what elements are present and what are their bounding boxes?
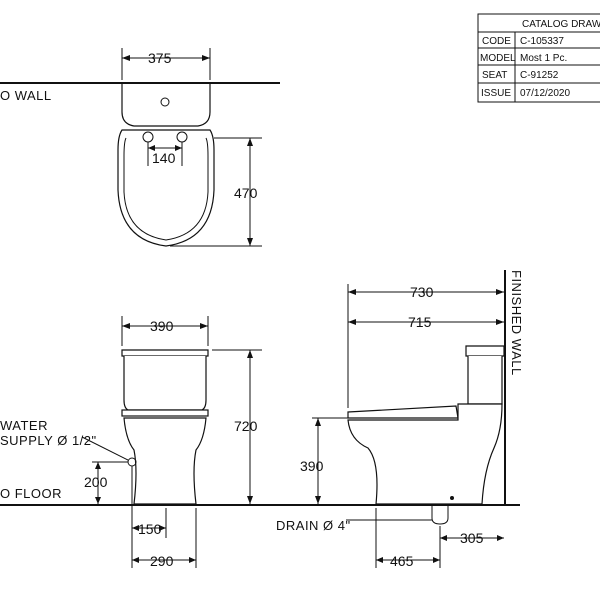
seat-side [347, 405, 459, 419]
title-block-key-model: MODEL [480, 53, 516, 64]
title-block-value-issue: 07/12/2020 [520, 88, 570, 99]
drain-pipe [431, 505, 449, 525]
dim-bolt-spacing: 140 [152, 150, 176, 166]
title-block-value-seat: C-91252 [520, 70, 559, 81]
bowl-front [123, 417, 207, 505]
water-supply-label-2: SUPPLY Ø 1/2" [0, 433, 97, 448]
title-block-header: CATALOG DRAW [522, 19, 600, 30]
title-block-key-code: CODE [482, 36, 511, 47]
title-block-key-seat: SEAT [482, 70, 507, 81]
tank-top-outline [121, 84, 211, 127]
title-block-value-model: Most 1 Pc. [520, 53, 567, 64]
title-block-value-code: C-105337 [520, 36, 564, 47]
dim-side-length: 730 [410, 284, 434, 300]
dim-drain-to-front: 465 [390, 553, 414, 569]
top-view: O WALL 375 140 470 [0, 48, 280, 247]
tank-lid-side [465, 345, 505, 357]
dim-drain-from-wall: 305 [460, 530, 484, 546]
bolt-cap-icon [450, 496, 454, 500]
bowl-side [347, 403, 503, 505]
dim-front-height: 720 [234, 418, 258, 434]
dim-supply-height: 200 [84, 474, 108, 490]
title-block: CATALOG DRAW CODE C-105337 MODEL Most 1 … [477, 13, 600, 103]
wall-label-top: O WALL [0, 88, 52, 103]
seat-top-outline [123, 137, 209, 241]
bowl-top-outline [117, 129, 215, 247]
water-supply-label-1: WATER [0, 418, 48, 433]
dim-bowl-depth: 470 [234, 185, 258, 201]
front-view: O FLOOR WATER SUPPLY Ø 1/2" 390 720 200 [0, 316, 520, 569]
dim-top-width: 375 [148, 50, 172, 66]
seat-front [121, 409, 209, 417]
drain-label: DRAIN Ø 4" [276, 518, 351, 533]
dim-front-width: 390 [150, 318, 174, 334]
tank-lid-front [121, 349, 209, 357]
floor-label: O FLOOR [0, 486, 62, 501]
title-block-key-issue: ISSUE [481, 88, 511, 99]
side-view: FINISHED WALL DRAIN Ø 4" 730 715 390 305 [276, 270, 524, 569]
dim-base-width: 290 [150, 553, 174, 569]
dim-supply-offset: 150 [138, 521, 162, 537]
flush-button-icon [160, 97, 170, 107]
tank-side [467, 356, 503, 405]
dim-seat-height: 390 [300, 458, 324, 474]
water-supply-icon [127, 457, 137, 467]
tank-front [123, 356, 207, 411]
dim-side-length-inner: 715 [408, 314, 432, 330]
finished-wall-label: FINISHED WALL [509, 270, 524, 376]
